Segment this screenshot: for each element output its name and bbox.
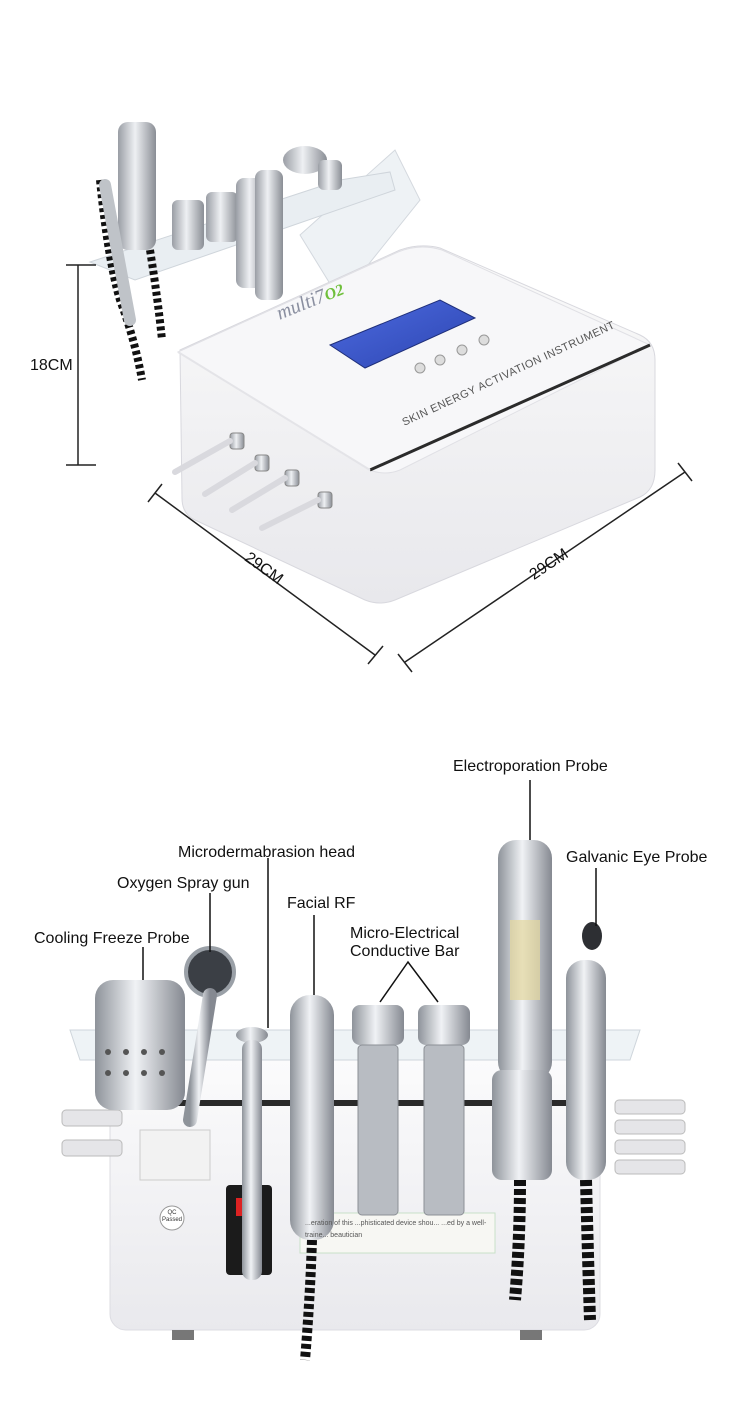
- cooling-freeze-probe: [95, 980, 185, 1110]
- label-galvanic-eye-probe: Galvanic Eye Probe: [566, 849, 708, 866]
- qc-text: QC Passed: [162, 1210, 183, 1223]
- device-dimension-view: multi7O2 SKIN ENERGY ACTIVATION INSTRUME…: [0, 0, 750, 700]
- probe-pen: [99, 179, 136, 326]
- galvanic-eye-cable: [580, 1179, 596, 1321]
- facial-rf-handle: [290, 995, 334, 1240]
- cable-left: [96, 179, 146, 381]
- notice-text: ...eration of this ...phisticated device…: [305, 1220, 487, 1239]
- side-plugs: [61, 1099, 686, 1175]
- foot-right: [520, 1330, 542, 1340]
- qc-sticker: [159, 1205, 185, 1231]
- label-micro-electrical-line1: Micro-Electrical: [350, 925, 460, 942]
- height-dimension-line: [66, 264, 96, 466]
- callout-lines: [142, 780, 597, 1028]
- cooling-vents: [105, 1049, 165, 1076]
- panel-button-3[interactable]: [456, 344, 468, 356]
- foot-left: [172, 1330, 194, 1340]
- rack-probe-5: [318, 160, 342, 190]
- label-oxygen-spray-gun: Oxygen Spray gun: [117, 875, 250, 892]
- top-band: [110, 1100, 600, 1106]
- electroporation-cable: [509, 1179, 526, 1301]
- rack-probe-4: [255, 170, 283, 300]
- probe-labels-view: Electroporation Probe Microdermabrasion …: [0, 740, 750, 1412]
- front-plugs: [172, 438, 321, 531]
- label-cooling-freeze-probe: Cooling Freeze Probe: [34, 930, 190, 947]
- label-electroporation-probe: Electroporation Probe: [453, 758, 608, 775]
- width-dimension-line: [147, 483, 384, 665]
- conductive-bar-2-cap: [418, 1005, 470, 1045]
- panel-button-4[interactable]: [478, 334, 490, 346]
- label-micro-electrical-line2: Conductive Bar: [350, 943, 460, 960]
- rack-probe-1: [172, 200, 204, 250]
- panel-button-1[interactable]: [414, 362, 426, 374]
- microderm-tip: [236, 1027, 268, 1043]
- rating-label: [139, 1129, 211, 1181]
- conductive-bar-1-cap: [352, 1005, 404, 1045]
- height-label: 18CM: [30, 357, 73, 374]
- galvanic-eye-tip: [582, 922, 602, 950]
- electroporation-lower: [492, 1070, 552, 1180]
- label-microdermabrasion-head: Microdermabrasion head: [178, 844, 355, 861]
- depth-dimension-line: [397, 462, 693, 673]
- electroporation-chamber: [510, 920, 540, 1000]
- rack-probe-tall: [118, 122, 156, 250]
- device-rear-illustration: [61, 780, 686, 1361]
- side-trim: [177, 351, 371, 471]
- microderm-handle: [242, 1040, 262, 1280]
- bottom-trim: [369, 343, 651, 472]
- panel-button-2[interactable]: [434, 354, 446, 366]
- facial-rf-cable: [300, 1239, 317, 1361]
- rack-probe-2: [206, 192, 238, 242]
- spray-gun-head: [283, 146, 327, 174]
- conductive-bar-1: [357, 1044, 399, 1216]
- label-facial-rf: Facial RF: [287, 895, 356, 912]
- device-illustration: [66, 122, 693, 673]
- conductive-bar-2: [423, 1044, 465, 1216]
- galvanic-eye-probe: [566, 960, 606, 1180]
- lcd-screen: [328, 299, 477, 369]
- cable-right: [146, 249, 166, 341]
- oxygen-spray-body: [183, 988, 217, 1127]
